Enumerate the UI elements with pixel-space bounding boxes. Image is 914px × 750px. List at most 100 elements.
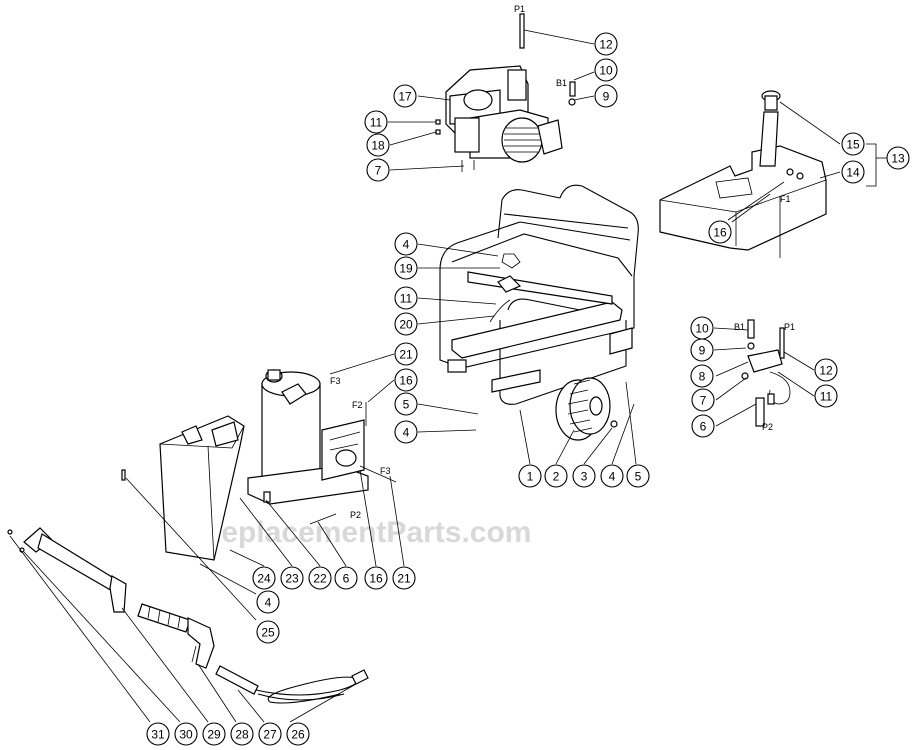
callout-circle bbox=[594, 84, 618, 108]
tag-F2: F2 bbox=[352, 400, 363, 410]
callout-c30: 30 bbox=[174, 722, 198, 746]
callout-circle bbox=[366, 158, 390, 182]
callout-label: 4 bbox=[403, 426, 410, 440]
callout-label: 10 bbox=[599, 64, 613, 78]
callout-c16b: 16 bbox=[394, 368, 418, 392]
callout-circle bbox=[814, 358, 838, 382]
callout-c4c: 4 bbox=[600, 464, 624, 488]
tag-F3-upper: F3 bbox=[330, 376, 341, 386]
callout-label: 20 bbox=[399, 318, 413, 332]
tag-P1-top: P1 bbox=[514, 4, 525, 14]
callout-label: 6 bbox=[343, 572, 350, 586]
callout-circle bbox=[202, 722, 226, 746]
callout-c21a: 21 bbox=[394, 342, 418, 366]
callout-c15: 15 bbox=[841, 132, 865, 156]
callout-c9b: 9 bbox=[690, 338, 714, 362]
callout-c28: 28 bbox=[230, 722, 254, 746]
callout-c3: 3 bbox=[572, 464, 596, 488]
callout-c31: 31 bbox=[146, 722, 170, 746]
callout-c10b: 10 bbox=[690, 316, 714, 340]
callout-c10a: 10 bbox=[594, 58, 618, 82]
callout-label: 16 bbox=[399, 374, 413, 388]
callout-c6a: 6 bbox=[691, 414, 715, 438]
callout-label: 22 bbox=[313, 572, 327, 586]
callout-label: 17 bbox=[398, 90, 412, 104]
callout-c17: 17 bbox=[393, 84, 417, 108]
callout-c21b: 21 bbox=[392, 566, 416, 590]
callout-c2: 2 bbox=[544, 464, 568, 488]
callout-circle bbox=[572, 464, 596, 488]
callout-label: 9 bbox=[699, 344, 706, 358]
callout-circle bbox=[256, 620, 280, 644]
shroud-cover bbox=[121, 415, 245, 561]
callout-c16a: 16 bbox=[708, 220, 732, 244]
callout-label: 3 bbox=[581, 470, 588, 484]
callout-label: 7 bbox=[700, 394, 707, 408]
callout-circle bbox=[841, 132, 865, 156]
callout-c29: 29 bbox=[202, 722, 226, 746]
callout-label: 1 bbox=[527, 470, 534, 484]
callout-label: 21 bbox=[397, 572, 411, 586]
tag-P2-lower: P2 bbox=[350, 510, 361, 520]
trigger-gun bbox=[137, 603, 215, 669]
callout-c22: 22 bbox=[308, 566, 332, 590]
spray-wand bbox=[7, 527, 127, 613]
callout-label: 5 bbox=[635, 470, 642, 484]
callout-circle bbox=[280, 566, 304, 590]
callout-circle bbox=[258, 722, 282, 746]
callout-circle bbox=[364, 110, 388, 134]
callout-circle bbox=[366, 133, 390, 157]
callout-circle bbox=[146, 722, 170, 746]
callout-circle bbox=[394, 420, 418, 444]
callout-circle bbox=[252, 566, 276, 590]
callout-circle bbox=[600, 464, 624, 488]
callout-label: 31 bbox=[151, 728, 165, 742]
callout-circle bbox=[334, 566, 358, 590]
callout-label: 14 bbox=[846, 166, 860, 180]
callout-c8: 8 bbox=[690, 364, 714, 388]
callout-c19: 19 bbox=[394, 256, 418, 280]
callout-label: 11 bbox=[400, 292, 413, 306]
callout-c12b: 12 bbox=[814, 358, 838, 382]
engine-pump-assembly bbox=[445, 65, 563, 172]
callouts: 1210917111871514131641911202116541098761… bbox=[146, 32, 910, 746]
callout-label: 29 bbox=[207, 728, 221, 742]
engine-hardware bbox=[435, 13, 576, 135]
callout-label: 19 bbox=[399, 262, 413, 276]
callout-circle bbox=[886, 146, 910, 170]
callout-label: 28 bbox=[235, 728, 249, 742]
callout-circle bbox=[286, 722, 310, 746]
callout-label: 23 bbox=[285, 572, 299, 586]
callout-circle bbox=[518, 464, 542, 488]
callout-label: 25 bbox=[261, 626, 275, 640]
callout-label: 21 bbox=[399, 348, 413, 362]
callout-label: 10 bbox=[695, 322, 709, 336]
callout-c24: 24 bbox=[252, 566, 276, 590]
callout-label: 12 bbox=[819, 364, 833, 378]
callout-label: 5 bbox=[403, 398, 410, 412]
tag-F3-lower: F3 bbox=[380, 466, 391, 476]
tag-F1: F1 bbox=[780, 194, 791, 204]
callout-circle bbox=[814, 384, 838, 408]
callout-label: 24 bbox=[257, 572, 271, 586]
frame-cart bbox=[439, 184, 639, 405]
callout-c7b: 7 bbox=[691, 388, 715, 412]
hose bbox=[215, 665, 369, 704]
callout-c5b: 5 bbox=[626, 464, 650, 488]
tag-P1-right: P1 bbox=[784, 322, 795, 332]
watermark: eReplacementParts.com bbox=[183, 516, 532, 549]
callout-label: 9 bbox=[603, 90, 610, 104]
callout-circle bbox=[256, 590, 280, 614]
callout-circle bbox=[394, 256, 418, 280]
callout-label: 16 bbox=[713, 226, 727, 240]
fuel-tank bbox=[659, 90, 827, 258]
callout-circle bbox=[393, 84, 417, 108]
callout-circle bbox=[230, 722, 254, 746]
callout-circle bbox=[394, 368, 418, 392]
callout-circle bbox=[594, 32, 618, 56]
callout-c5a: 5 bbox=[394, 392, 418, 416]
callout-circle bbox=[626, 464, 650, 488]
callout-c26: 26 bbox=[286, 722, 310, 746]
